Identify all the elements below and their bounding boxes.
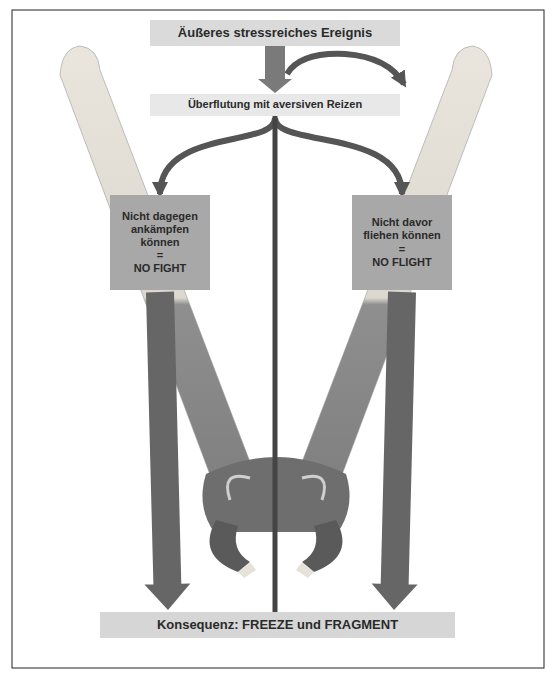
curved-arrow bbox=[275, 118, 402, 194]
no-fight-box: Nicht dagegen ankämpfen können=NO FIGHT bbox=[110, 195, 210, 290]
right-jaw-tip bbox=[296, 562, 314, 578]
node-text: = bbox=[399, 243, 405, 256]
node-text: Konsequenz: FREEZE und FRAGMENT bbox=[157, 617, 398, 633]
left-jaw-tip bbox=[238, 562, 256, 578]
node-text: Äußeres stressreiches Ereignis bbox=[178, 25, 372, 41]
block-arrow bbox=[144, 292, 190, 610]
curved-arrow bbox=[287, 54, 404, 84]
right-jaw-highlight bbox=[302, 476, 325, 500]
block-arrow bbox=[258, 46, 292, 93]
no-flight-box: Nicht davor fliehen können=NO FLIGHT bbox=[352, 195, 452, 290]
trunk-line bbox=[273, 116, 278, 612]
node-text: NO FLIGHT bbox=[372, 256, 431, 269]
node-text: Nicht davor fliehen können bbox=[360, 216, 444, 242]
block-arrow bbox=[372, 292, 418, 610]
left-jaw bbox=[210, 520, 250, 572]
node-text: Nicht dagegen ankämpfen können bbox=[118, 210, 202, 250]
left-jaw-highlight bbox=[228, 476, 251, 500]
event-band: Äußeres stressreiches Ereignis bbox=[150, 20, 400, 46]
consequence-band: Konsequenz: FREEZE und FRAGMENT bbox=[100, 612, 455, 638]
frame bbox=[12, 10, 544, 668]
right-jaw bbox=[302, 520, 342, 572]
curved-arrow bbox=[160, 118, 275, 194]
node-text: = bbox=[157, 249, 163, 262]
node-text: NO FIGHT bbox=[134, 262, 187, 275]
flooding-band: Überflutung mit aversiven Reizen bbox=[150, 94, 400, 116]
node-text: Überflutung mit aversiven Reizen bbox=[188, 98, 362, 111]
